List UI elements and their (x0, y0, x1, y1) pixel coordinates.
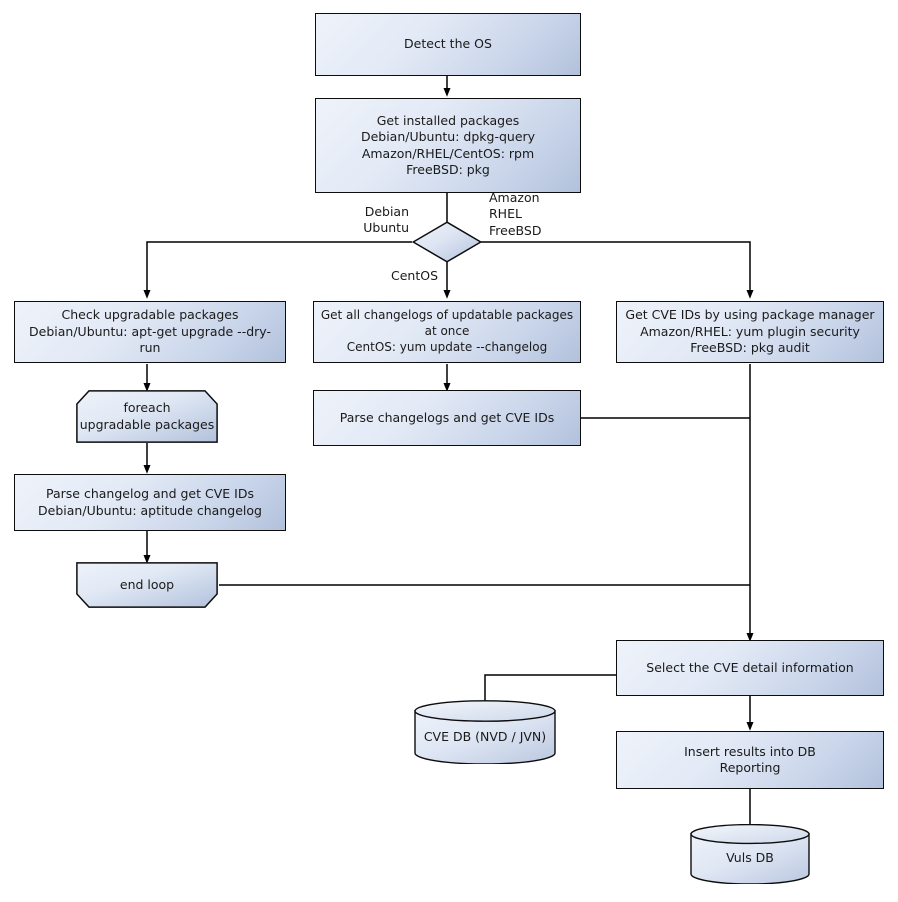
loop-start-shape (76, 390, 218, 443)
node-parse-changelog-single[interactable]: Parse changelog and get CVE IDs Debian/U… (14, 474, 286, 531)
node-select-cve-detail-label: Select the CVE detail information (646, 659, 854, 675)
edge-select-to-cvedb (484, 674, 616, 703)
node-detect-os[interactable]: Detect the OS (315, 13, 581, 76)
node-cve-db-label: CVE DB (NVD / JVN) (423, 729, 547, 744)
node-cve-db[interactable]: CVE DB (NVD / JVN) (414, 700, 556, 765)
node-get-all-changelogs-label: Get all changelogs of updatable packages… (320, 308, 574, 354)
node-vuls-db[interactable]: Vuls DB (690, 823, 810, 885)
node-get-cve-ids-pkgmgr[interactable]: Get CVE IDs by using package manager Ama… (616, 301, 884, 363)
node-vuls-db-label: Vuls DB (726, 850, 774, 865)
node-detect-os-label: Detect the OS (404, 36, 492, 52)
database-cylinder-shape (690, 823, 810, 885)
node-check-upgradable[interactable]: Check upgradable packages Debian/Ubuntu:… (14, 301, 286, 363)
node-get-installed-packages-label: Get installed packages Debian/Ubuntu: dp… (360, 112, 536, 178)
database-cylinder-shape (414, 700, 556, 765)
edge-label-centos: CentOS (390, 268, 438, 283)
node-get-cve-ids-pkgmgr-label: Get CVE IDs by using package manager Ama… (625, 307, 875, 356)
edge-label-debian-ubuntu: Debian Ubuntu (363, 204, 409, 236)
node-end-loop[interactable]: end loop (76, 562, 218, 608)
node-foreach-loop[interactable]: foreach upgradable packages (76, 390, 218, 443)
node-parse-changelog-single-label: Parse changelog and get CVE IDs Debian/U… (38, 486, 262, 518)
edge-label-amazon-rhel-freebsd: Amazon RHEL FreeBSD (489, 190, 542, 238)
node-get-all-changelogs[interactable]: Get all changelogs of updatable packages… (313, 301, 581, 363)
node-foreach-loop-label: foreach upgradable packages (79, 400, 215, 432)
node-os-decision[interactable] (412, 221, 482, 263)
node-get-installed-packages[interactable]: Get installed packages Debian/Ubuntu: dp… (315, 98, 581, 193)
node-select-cve-detail[interactable]: Select the CVE detail information (616, 640, 884, 696)
node-check-upgradable-label: Check upgradable packages Debian/Ubuntu:… (29, 307, 271, 356)
loop-end-shape (76, 562, 218, 608)
node-parse-changelogs-multi[interactable]: Parse changelogs and get CVE IDs (313, 390, 581, 446)
node-insert-results[interactable]: Insert results into DB Reporting (616, 731, 884, 789)
node-parse-changelogs-multi-label: Parse changelogs and get CVE IDs (339, 409, 555, 425)
node-end-loop-label: end loop (119, 576, 175, 592)
decision-diamond-shape (412, 221, 482, 263)
edge-decision-to-pkgmgr (481, 241, 754, 299)
node-insert-results-label: Insert results into DB Reporting (684, 743, 816, 776)
edge-decision-to-check-upgradable (143, 241, 412, 299)
